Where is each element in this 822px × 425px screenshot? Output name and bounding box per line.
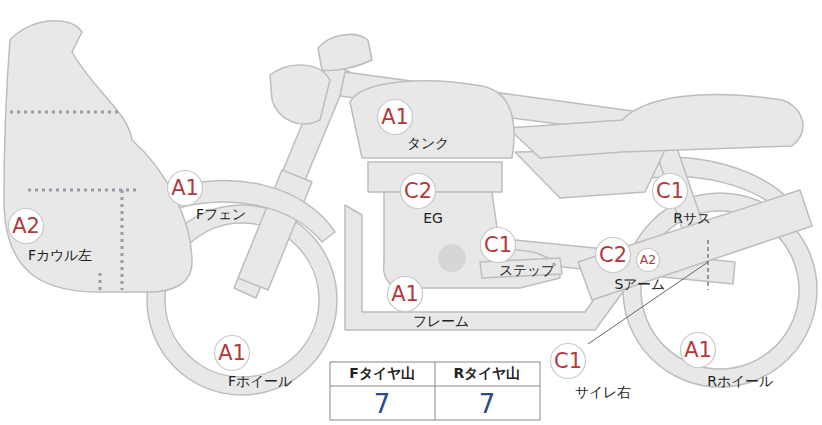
- callout-circle-shape: [681, 333, 716, 368]
- part-name: Sアーム: [615, 277, 666, 292]
- callout-code: A1: [167, 170, 203, 206]
- part-name: ステップ: [499, 263, 555, 278]
- part-name: タンク: [407, 136, 449, 151]
- callout-code: C1: [480, 227, 516, 263]
- callout-circle: C1Rサス: [652, 173, 688, 209]
- callout-circle: A2Fカウル左: [8, 208, 44, 244]
- callout-code: C1: [652, 173, 688, 209]
- callout-circle: C1サイレ右: [550, 343, 586, 379]
- callout-code: A1: [214, 335, 250, 371]
- callout-circle-shape: [168, 171, 203, 206]
- callout-circle-shape: [215, 336, 250, 371]
- part-name: EG: [423, 211, 443, 226]
- callout-circle-shape: [551, 344, 586, 379]
- callout-circle-shape: [637, 249, 660, 272]
- callout-code: A2: [8, 208, 44, 244]
- part-name: Fホイール: [228, 374, 292, 389]
- callout-circle-shape: [378, 100, 413, 135]
- callout-circle: A1タンク: [377, 99, 413, 135]
- callout-code: A1: [377, 99, 413, 135]
- part-name: サイレ右: [575, 385, 631, 400]
- callout-code: C2: [400, 173, 436, 209]
- callout-circle-shape: [401, 174, 436, 209]
- tyre-table: [330, 362, 540, 420]
- callout-code: A1: [387, 276, 423, 312]
- callout-circle: A1Rホイール: [680, 332, 716, 368]
- callout-circle: A1フレーム: [387, 276, 423, 312]
- callout-circle: A2: [636, 248, 660, 272]
- callout-circle: C2Sアーム: [595, 237, 631, 273]
- table-value: 7: [479, 390, 496, 419]
- part-name: Rサス: [673, 211, 711, 226]
- callout-circle: A1Fフェン: [167, 170, 203, 206]
- table-header: Rタイヤ山: [454, 366, 521, 381]
- callout-circle-shape: [9, 209, 44, 244]
- part-name: フレーム: [413, 314, 469, 329]
- callout-circle-shape: [596, 238, 631, 273]
- callout-code: A1: [680, 332, 716, 368]
- callout-circle: C1ステップ: [480, 227, 516, 263]
- callout-circle: A1Fホイール: [214, 335, 250, 371]
- part-name: Fフェン: [196, 207, 246, 222]
- callout-circle-shape: [653, 174, 688, 209]
- table-value: 7: [374, 390, 391, 419]
- callout-circle-shape: [481, 228, 516, 263]
- callout-circle: C2EG: [400, 173, 436, 209]
- part-name: Rホイール: [707, 374, 773, 389]
- callout-code: A2: [636, 248, 660, 272]
- callout-code: C2: [595, 237, 631, 273]
- callout-code: C1: [550, 343, 586, 379]
- callout-circle-shape: [388, 277, 423, 312]
- table-header: Fタイヤ山: [349, 366, 415, 381]
- part-name: Fカウル左: [28, 248, 92, 263]
